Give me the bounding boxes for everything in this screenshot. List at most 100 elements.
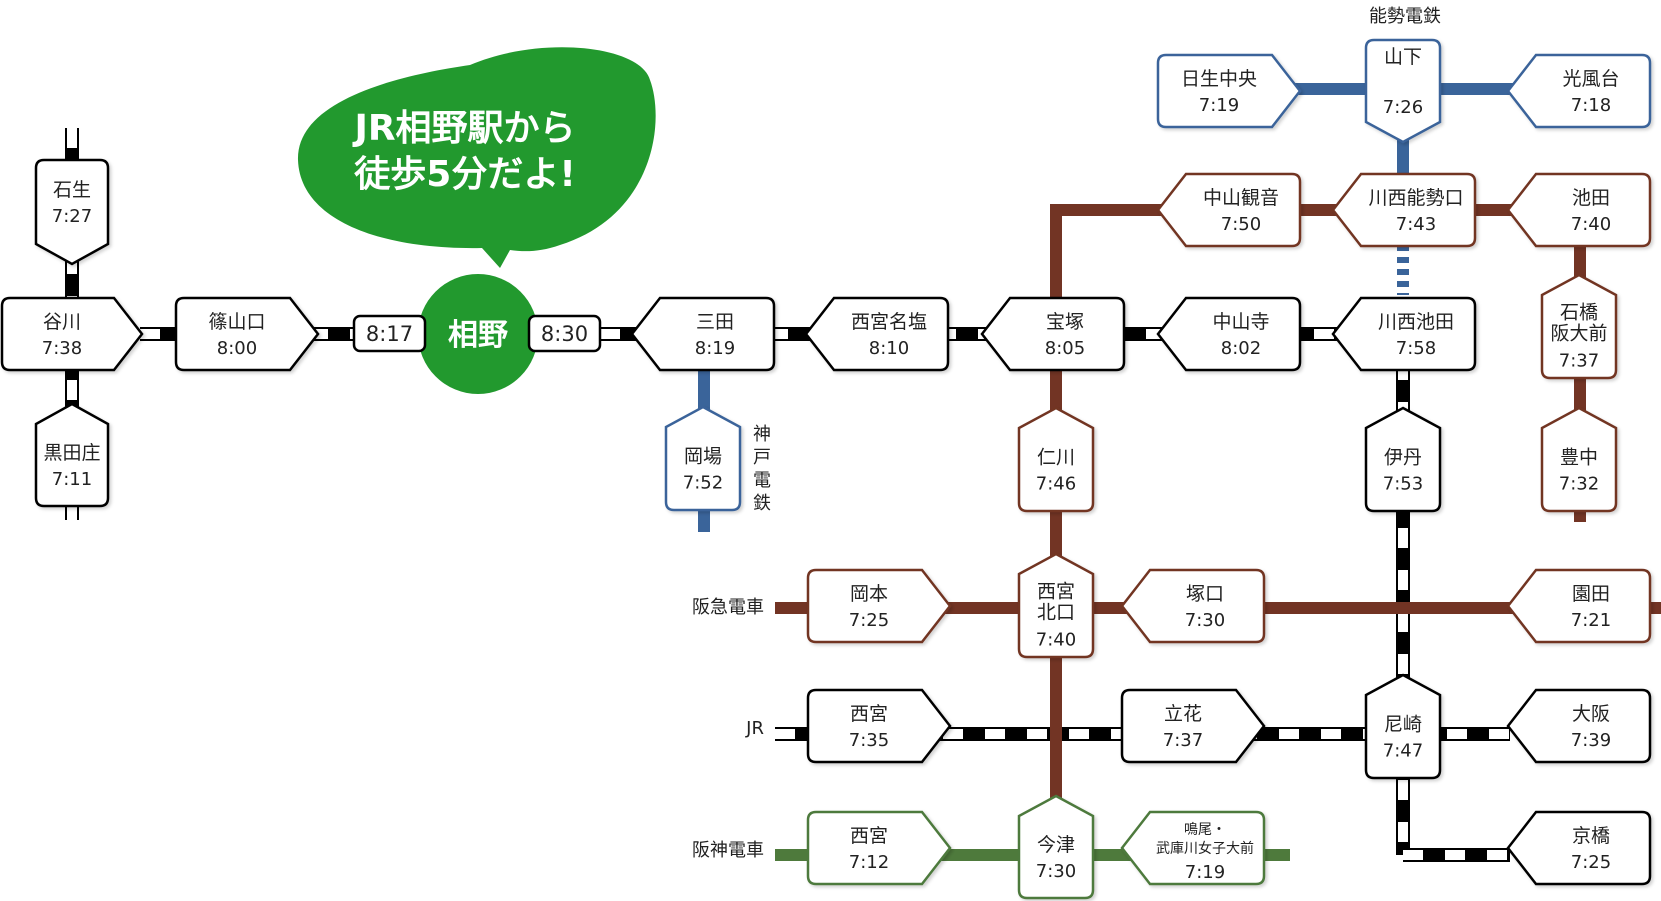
station-name: 三田	[696, 311, 734, 333]
station-plate	[1364, 673, 1442, 780]
station-name: 宝塚	[1046, 311, 1084, 333]
hub-time-right: 8:30	[541, 322, 588, 346]
station-yamashita[interactable]: 山下7:26	[1364, 38, 1442, 144]
station-time: 7:39	[1571, 730, 1611, 751]
station-time: 7:37	[1163, 730, 1203, 751]
station-ishiu[interactable]: 石生 7:27	[34, 158, 110, 266]
station-name: 京橋	[1572, 825, 1610, 847]
station-okamoto[interactable]: 岡本7:25	[806, 568, 952, 644]
station-name: 池田	[1572, 187, 1610, 209]
station-plate	[1364, 406, 1442, 513]
station-plate	[806, 568, 952, 644]
station-name: 仁川	[1037, 447, 1075, 469]
station-plate	[1120, 688, 1266, 764]
station-plate	[1156, 172, 1302, 248]
station-name: 篠山口	[208, 311, 265, 333]
station-name: 大阪	[1572, 703, 1610, 725]
station-name: 立花	[1164, 703, 1202, 725]
station-itami[interactable]: 伊丹7:53	[1364, 406, 1442, 513]
line-label-kobe-4: 鉄	[753, 493, 771, 514]
station-plate	[630, 296, 776, 372]
station-tanikawa[interactable]: 谷川7:38	[0, 296, 144, 372]
station-plate	[34, 158, 110, 266]
station-name: 西宮	[850, 825, 888, 847]
station-toyonaka[interactable]: 豊中7:32	[1540, 406, 1618, 513]
station-ikeda[interactable]: 池田 7:40	[1506, 172, 1652, 248]
station-sonoda[interactable]: 園田 7:21	[1506, 568, 1652, 644]
station-hanshin_nishinomiya[interactable]: 西宮7:12	[806, 810, 952, 886]
station-time: 8:19	[695, 338, 735, 359]
station-sasayamaguchi[interactable]: 篠山口 8:00	[174, 296, 320, 372]
station-okaba[interactable]: 岡場7:52	[664, 405, 742, 512]
line-label-kobe-2: 戸	[753, 447, 771, 468]
hub-time-left-box	[352, 314, 427, 353]
station-time: 7:50	[1221, 214, 1261, 235]
station-time: 7:40	[1036, 630, 1076, 651]
station-time: 8:02	[1221, 338, 1261, 359]
station-name: 谷川	[43, 311, 81, 333]
station-time: 7:21	[1571, 610, 1611, 631]
hub-time-left: 8:17	[366, 322, 413, 346]
station-time: 8:10	[869, 338, 909, 359]
station-tsukaguchi[interactable]: 塚口7:30	[1120, 568, 1266, 644]
station-osaka[interactable]: 大阪 7:39	[1506, 688, 1652, 764]
station-name: 鳴尾・	[1184, 822, 1226, 838]
station-plate	[34, 402, 110, 508]
station-time: 7:40	[1571, 214, 1611, 235]
station-name: 園田	[1572, 583, 1610, 605]
station-time: 7:32	[1559, 474, 1599, 495]
station-tachibana[interactable]: 立花 7:37	[1120, 688, 1266, 764]
station-sanda[interactable]: 三田 8:19	[630, 296, 776, 372]
station-imazu[interactable]: 今津 7:30	[1017, 794, 1095, 900]
station-name: 中山観音	[1203, 187, 1279, 209]
station-plate	[1156, 53, 1302, 129]
station-name: 石生	[53, 179, 91, 201]
station-time: 7:11	[52, 469, 92, 490]
station-name: 川西能勢口	[1368, 187, 1463, 209]
station-time: 7:25	[1571, 852, 1611, 873]
station-nigawa[interactable]: 仁川7:46	[1017, 406, 1095, 513]
station-plate	[804, 296, 950, 372]
station-name-2: 武庫川女子大前	[1156, 840, 1254, 857]
station-amagasaki[interactable]: 尼崎7:47	[1364, 673, 1442, 780]
station-time: 7:27	[52, 206, 92, 227]
station-name: 岡本	[850, 583, 888, 605]
station-plate	[1331, 172, 1477, 248]
hub-station-aino[interactable]: 相野 8:17 8:30	[352, 274, 602, 394]
station-takarazuka[interactable]: 宝塚8:05	[980, 296, 1126, 372]
station-time: 8:00	[217, 338, 257, 359]
station-time: 7:53	[1383, 474, 1423, 495]
station-jr_nishinomiya[interactable]: 西宮 7:35	[806, 688, 952, 764]
station-time: 7:37	[1559, 351, 1599, 372]
line-label-hankyu: 阪急電車	[692, 597, 764, 618]
station-plate	[1017, 406, 1095, 513]
line-label-hanshin: 阪神電車	[692, 840, 764, 861]
station-name: 今津	[1037, 834, 1075, 856]
station-nakayamakannon[interactable]: 中山観音 7:50	[1156, 172, 1302, 248]
station-plate	[1364, 38, 1442, 144]
station-plate	[1017, 794, 1095, 900]
line-label-jr: JR	[745, 718, 764, 739]
station-time: 7:30	[1036, 861, 1076, 882]
line-labels: 能勢電鉄 神 戸 電 鉄 阪急電車 JR 阪神電車	[692, 6, 1441, 861]
station-name: 石橋	[1560, 302, 1598, 324]
station-plate	[664, 405, 742, 512]
line-label-kobe-1: 神	[753, 424, 771, 445]
station-name: 西宮	[850, 703, 888, 725]
line-label-nose: 能勢電鉄	[1369, 6, 1441, 27]
station-kyobashi[interactable]: 京橋 7:25	[1506, 810, 1652, 886]
station-time: 7:35	[849, 730, 889, 751]
callout-line-2: 徒歩5分だよ!	[353, 154, 575, 195]
